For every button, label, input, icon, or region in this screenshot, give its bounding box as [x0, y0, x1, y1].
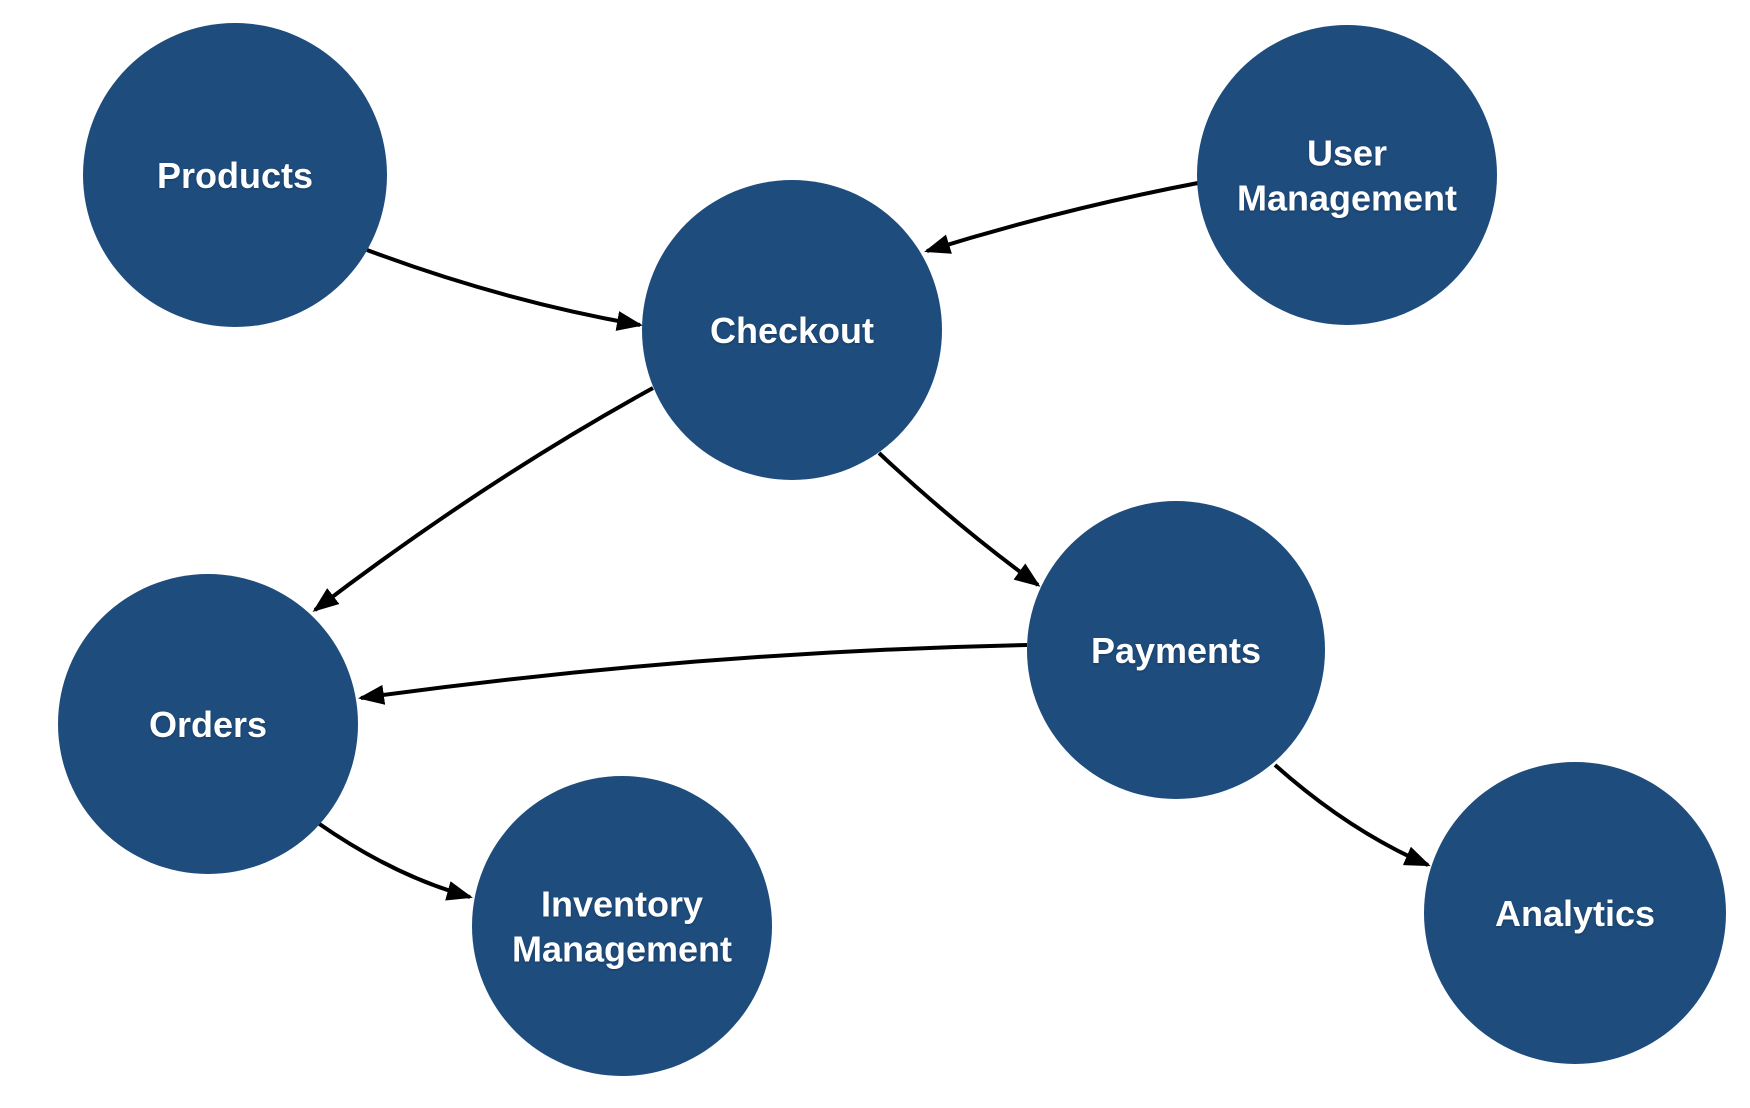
node-label-checkout: Checkout — [710, 310, 874, 351]
node-label-payments: Payments — [1091, 630, 1261, 671]
edge-checkout-to-payments — [877, 451, 1041, 587]
node-circle-analytics[interactable] — [1424, 762, 1726, 1064]
node-circle-checkout[interactable] — [642, 180, 942, 480]
node-circle-products[interactable] — [83, 23, 387, 327]
edge-orders-to-inventory-management — [316, 821, 473, 901]
edge-user-management-to-checkout — [924, 181, 1199, 254]
node-circle-orders[interactable] — [58, 574, 358, 874]
node-payments[interactable]: Payments — [1027, 501, 1325, 799]
edge-products-to-checkout — [366, 248, 643, 331]
node-checkout[interactable]: Checkout — [642, 180, 942, 480]
node-orders[interactable]: Orders — [58, 574, 358, 874]
node-circle-user-management[interactable] — [1197, 25, 1497, 325]
node-circle-inventory-management[interactable] — [472, 776, 772, 1076]
node-label-analytics: Analytics — [1495, 893, 1655, 934]
edge-payments-to-orders — [358, 643, 1028, 705]
edge-payments-to-analytics — [1273, 763, 1431, 867]
node-analytics[interactable]: Analytics — [1424, 762, 1726, 1064]
edge-checkout-to-orders — [312, 386, 654, 612]
node-label-products: Products — [157, 155, 313, 196]
node-label-orders: Orders — [149, 704, 267, 745]
node-products[interactable]: Products — [83, 23, 387, 327]
node-circle-payments[interactable] — [1027, 501, 1325, 799]
